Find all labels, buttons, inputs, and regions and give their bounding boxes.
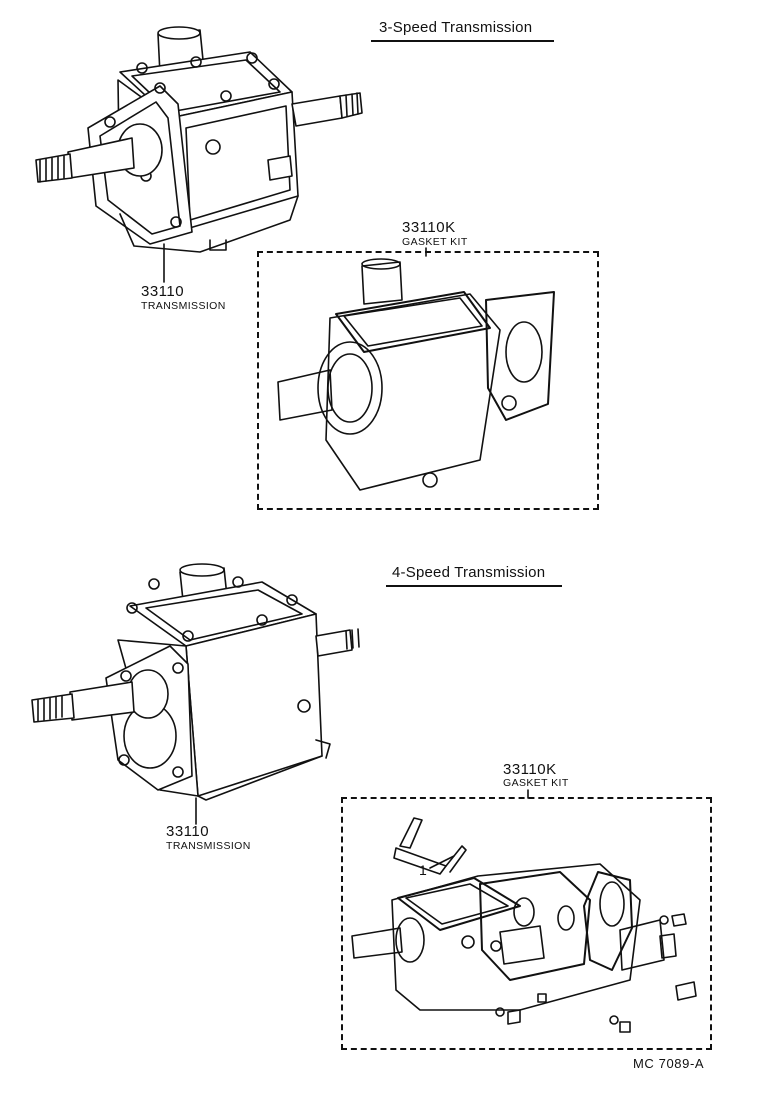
part-number-3speed-transmission: 33110 [141,283,185,300]
catalog-code: MC 7089-A [633,1056,705,1071]
part-number-4speed-gasket-kit: 33110K [503,761,557,778]
heading-3speed: 3-Speed Transmission [379,19,533,36]
reference-number-1: 1 [419,862,428,878]
heading-3speed-underline [371,40,554,42]
gasket-kit-3speed-illustration [278,259,554,490]
part-name-4speed-transmission: TRANSMISSION [166,840,251,852]
part-name-3speed-gasket-kit: GASKET KIT [402,236,468,248]
transmission-3speed-illustration [36,27,362,252]
heading-4speed-underline [386,585,562,587]
gasket-kit-4speed-box [341,797,712,1050]
transmission-4speed-illustration [32,564,359,800]
gasket-kit-3speed-box [257,251,599,510]
part-number-3speed-gasket-kit: 33110K [402,219,456,236]
part-name-3speed-transmission: TRANSMISSION [141,300,226,312]
part-number-4speed-transmission: 33110 [166,823,210,840]
heading-4speed: 4-Speed Transmission [392,564,546,581]
leader-4speed-ref-1 [430,856,454,868]
part-name-4speed-gasket-kit: GASKET KIT [503,777,569,789]
